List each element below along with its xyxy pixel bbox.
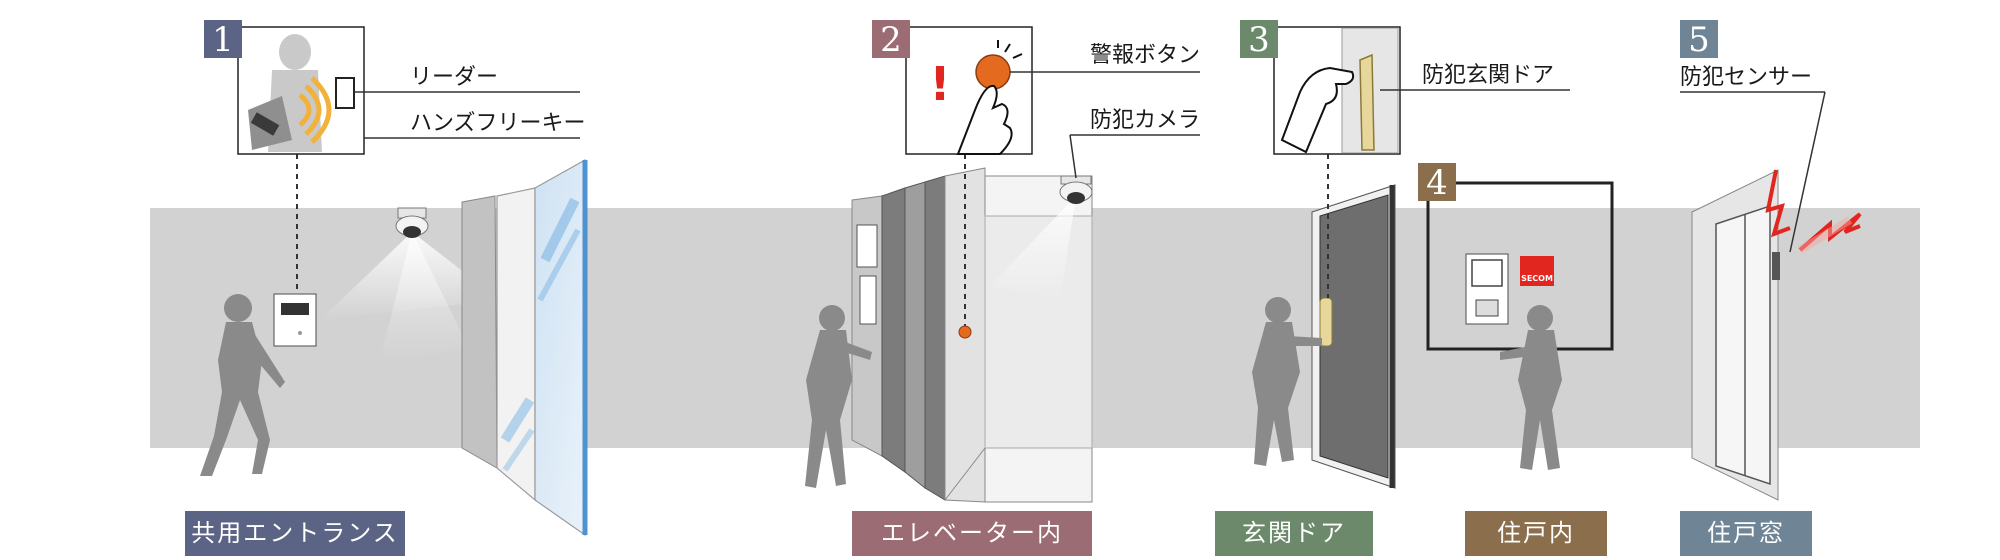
elevator-door-panel <box>881 187 906 473</box>
person-silhouette <box>1252 297 1322 466</box>
number-badge-3-text: 3 <box>1248 20 1270 60</box>
label-alarm-button: 警報ボタン <box>1090 43 1200 68</box>
section-label-window: 住戸窓 <box>1680 511 1812 556</box>
elevator-door-panel <box>924 175 946 501</box>
callout-line <box>1069 134 1077 179</box>
section-label-entrance: 共用エントランス <box>185 511 405 556</box>
elevator-scene <box>805 154 1093 503</box>
person-silhouette <box>805 305 872 488</box>
intercom-speaker-icon <box>1475 299 1499 317</box>
number-badge-5 <box>1680 20 1718 58</box>
section-label-front-door: 玄関ドア <box>1215 511 1373 556</box>
number-badge-4-text: 4 <box>1426 163 1448 203</box>
person-silhouette <box>200 294 285 476</box>
number-badge-1-text: 1 <box>212 20 234 60</box>
callout-line <box>1789 91 1826 253</box>
elevator-camera-icon <box>1059 175 1093 204</box>
window-scene <box>1691 91 1862 501</box>
elevator-panel <box>856 224 878 268</box>
number-badge-1 <box>204 20 242 58</box>
label-security-sensor: 防犯センサー <box>1680 65 1812 90</box>
entrance-scene <box>200 154 588 537</box>
glass-reflection <box>500 397 535 443</box>
section-label-elevator: エレベーター内 <box>852 511 1092 556</box>
door-handle-icon <box>1319 297 1333 347</box>
key-hand-icon <box>1280 66 1355 154</box>
ceiling-camera-icon <box>395 207 429 238</box>
inside-unit-scene: SECOM 4 <box>1418 163 1614 470</box>
number-badge-3 <box>1240 20 1278 58</box>
camera-light-beam <box>380 232 470 360</box>
section-label-inside-unit: 住戸内 <box>1465 511 1607 556</box>
glass-reflection <box>537 228 581 302</box>
number-badge-5-text: 5 <box>1688 20 1710 60</box>
secom-logo: SECOM <box>1520 256 1554 286</box>
alarm-button-icon <box>958 325 972 339</box>
label-security-camera: 防犯カメラ <box>1090 108 1200 133</box>
reader-panel-icon <box>273 293 317 347</box>
label-front-door: 防犯玄関ドア <box>1422 63 1554 88</box>
card-reader-icon <box>335 77 355 109</box>
elevator-panel <box>859 275 877 325</box>
number-badge-2 <box>872 20 910 58</box>
secom-logo-text: SECOM <box>1521 274 1553 283</box>
alarm-button-large-icon <box>975 54 1011 90</box>
glass-reflection <box>540 197 580 263</box>
callout-box-1: 1 <box>204 20 365 155</box>
window-sensor-icon <box>1772 252 1780 280</box>
front-door-scene <box>1252 154 1396 489</box>
number-badge-2-text: 2 <box>880 20 902 60</box>
glass-door <box>534 158 586 537</box>
handle-bar-icon <box>1359 53 1375 151</box>
callout-box-2: ! 2 <box>872 20 1033 155</box>
number-badge-4 <box>1418 163 1456 201</box>
person-silhouette <box>1500 305 1562 470</box>
intercom-screen-icon <box>1471 259 1503 287</box>
elevator-door-panel <box>904 181 926 490</box>
pressing-hand-icon <box>956 84 1013 155</box>
press-marks-icon <box>997 40 1023 59</box>
exclamation-icon: ! <box>930 57 951 111</box>
alarm-glow <box>1797 216 1853 254</box>
window-frame <box>1715 204 1771 486</box>
glass-reflection <box>502 428 535 472</box>
door-panel <box>1319 194 1389 479</box>
camera-light-beam <box>990 196 1076 300</box>
label-hands-free-key: ハンズフリーキー <box>410 111 586 136</box>
callout-box-3: 3 <box>1240 20 1401 155</box>
entrance-wall <box>461 195 498 469</box>
label-reader: リーダー <box>410 65 498 90</box>
elevator-edge <box>944 447 986 501</box>
alarm-spark-icon <box>1765 169 1791 238</box>
wireless-signal-icon <box>298 76 332 144</box>
